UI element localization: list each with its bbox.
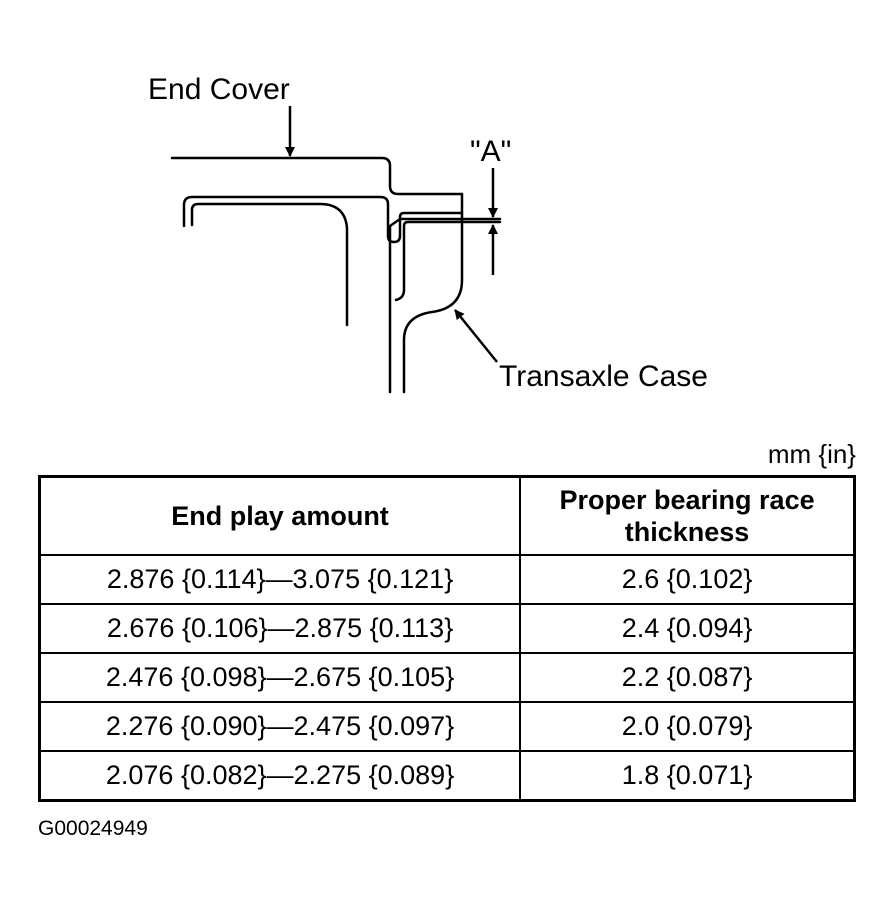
- header-race-thickness: Proper bearing race thickness: [519, 475, 856, 556]
- table-row: 2.676 {0.106}—2.875 {0.113} 2.4 {0.094}: [38, 603, 856, 654]
- table-row: 2.476 {0.098}—2.675 {0.105} 2.2 {0.087}: [38, 652, 856, 703]
- end-play-cell: 2.676 {0.106}—2.875 {0.113}: [38, 603, 522, 654]
- bearing-race-table: End play amount Proper bearing race thic…: [38, 475, 856, 802]
- table-row: 2.076 {0.082}—2.275 {0.089} 1.8 {0.071}: [38, 750, 856, 802]
- thickness-cell: 2.2 {0.087}: [519, 652, 856, 703]
- units-label: mm {in}: [767, 439, 856, 469]
- thickness-cell: 2.4 {0.094}: [519, 603, 856, 654]
- end-cover-label: End Cover: [148, 73, 290, 106]
- header-end-play: End play amount: [38, 475, 522, 556]
- transaxle-case-label: Transaxle Case: [499, 360, 708, 393]
- thickness-cell: 1.8 {0.071}: [519, 750, 856, 802]
- transaxle-case-arrow: [454, 309, 498, 363]
- figure-id: G00024949: [38, 817, 148, 840]
- table-row: 2.276 {0.090}—2.475 {0.097} 2.0 {0.079}: [38, 701, 856, 752]
- thickness-cell: 2.6 {0.102}: [519, 554, 856, 605]
- end-play-cell: 2.076 {0.082}—2.275 {0.089}: [38, 750, 522, 802]
- table-header-row: End play amount Proper bearing race thic…: [38, 475, 856, 556]
- table-row: 2.876 {0.114}—3.075 {0.121} 2.6 {0.102}: [38, 554, 856, 605]
- transaxle-case-shape: [388, 211, 502, 394]
- end-play-cell: 2.876 {0.114}—3.075 {0.121}: [38, 554, 522, 605]
- end-cover-shape: [170, 156, 464, 327]
- end-play-cell: 2.476 {0.098}—2.675 {0.105}: [38, 652, 522, 703]
- end-play-diagram: End Cover "A" Transaxle Case: [148, 73, 708, 394]
- thickness-cell: 2.0 {0.079}: [519, 701, 856, 752]
- gap-label: "A": [470, 135, 511, 168]
- end-play-cell: 2.276 {0.090}—2.475 {0.097}: [38, 701, 522, 752]
